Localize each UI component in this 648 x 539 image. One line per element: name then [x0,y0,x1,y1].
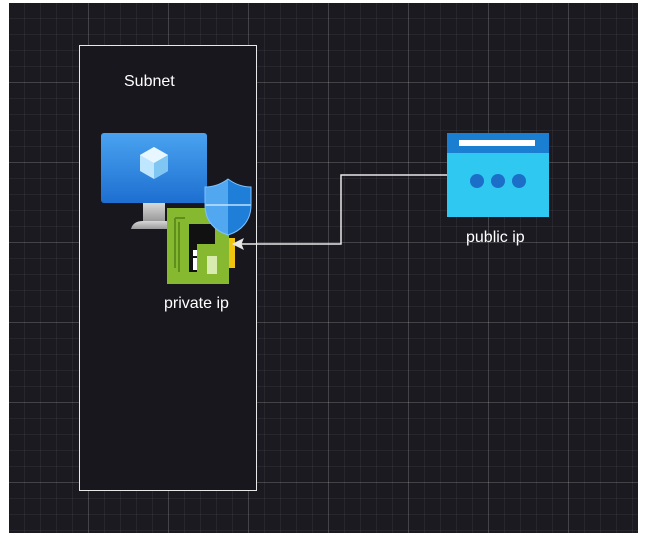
public-ip-icon[interactable] [447,133,549,217]
subnet-label: Subnet [124,73,175,90]
network-security-group-icon[interactable] [203,177,253,237]
public-ip-label: public ip [466,229,525,246]
diagram-canvas: Subnet [9,3,638,533]
private-ip-label: private ip [164,295,229,312]
virtual-machine-icon[interactable] [101,133,207,233]
